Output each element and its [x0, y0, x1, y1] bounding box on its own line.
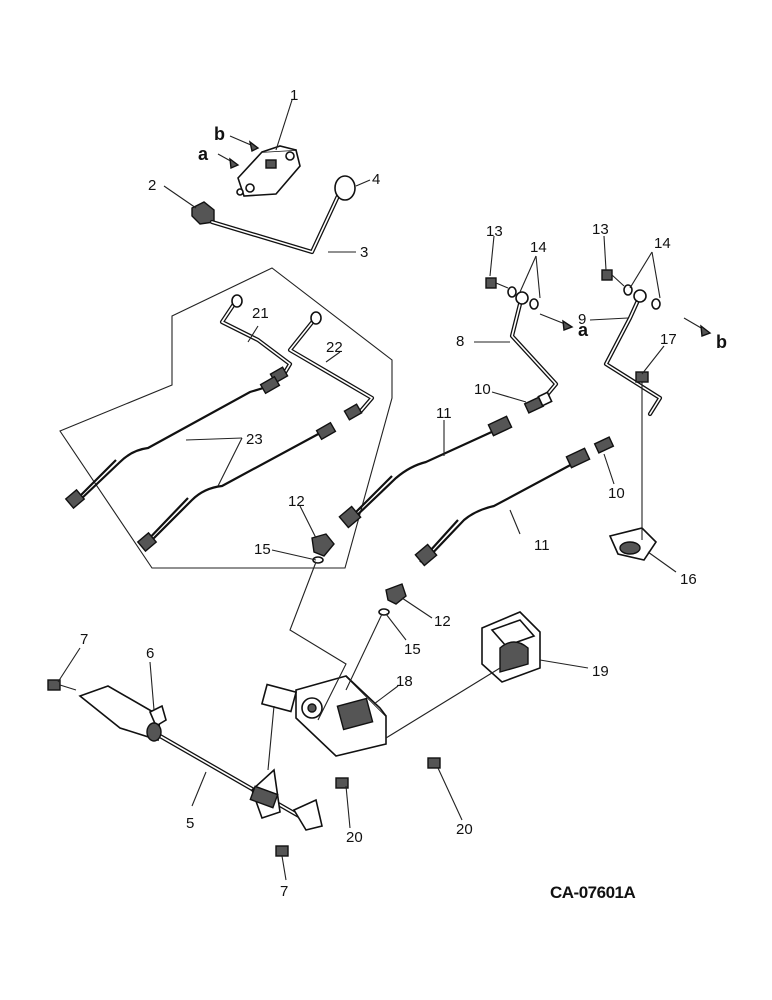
callout-11-upper: 11 [436, 405, 452, 422]
mount-19 [481, 611, 541, 683]
callout-21: 21 [252, 305, 269, 322]
elbow-12-lower [378, 583, 407, 616]
callout-19: 19 [592, 663, 609, 680]
callout-13-left: 13 [486, 223, 503, 240]
diagram-code: CA-07601A [550, 883, 635, 902]
control-valve [236, 145, 301, 197]
elbow-12-upper [311, 533, 335, 564]
leader-lines [57, 99, 677, 881]
bracket-16 [608, 527, 658, 561]
optional-hose-23 [64, 375, 337, 553]
marker-b-top: b [214, 124, 225, 144]
callout-11-lower: 11 [534, 537, 550, 554]
callout-12-upper: 12 [288, 493, 305, 510]
callout-8: 8 [456, 333, 464, 350]
flow-arrows [217, 135, 712, 337]
lever-5 [157, 733, 323, 831]
marker-a-right: a [578, 320, 589, 340]
callout-22: 22 [326, 339, 343, 356]
lever-knob [334, 175, 356, 201]
hose-11-upper [338, 415, 513, 529]
marker-a-top: a [198, 144, 209, 164]
callout-16: 16 [680, 571, 697, 588]
control-lever [209, 193, 341, 255]
tube-9 [603, 293, 663, 417]
callout-23: 23 [246, 431, 263, 448]
callout-15-lower: 15 [404, 641, 421, 658]
callout-14-right: 14 [654, 235, 671, 252]
callout-10-right: 10 [608, 485, 625, 502]
callout-20-right: 20 [456, 821, 473, 838]
callout-10-left: 10 [474, 381, 491, 398]
callout-3: 3 [360, 244, 368, 261]
optional-tube-21 [219, 294, 293, 384]
callout-7-upper: 7 [80, 631, 88, 648]
clip-17 [635, 371, 649, 383]
callout-9: 9 [578, 311, 586, 328]
fitting-10-left [523, 391, 553, 414]
fitting-10-right [593, 436, 615, 454]
tube-8 [509, 301, 559, 399]
bolt-7-lower [275, 845, 289, 857]
callout-15-upper: 15 [254, 541, 271, 558]
cylinder-18 [260, 675, 387, 757]
callout-12-lower: 12 [434, 613, 451, 630]
callout-20-left: 20 [346, 829, 363, 846]
bolt-7-upper [47, 679, 77, 691]
callout-17: 17 [660, 331, 677, 348]
hose-11-lower [414, 447, 591, 567]
marker-b-right: b [716, 332, 727, 352]
arm-6 [78, 685, 167, 742]
bolt-20-right [427, 757, 441, 769]
bolt-13-right [601, 269, 661, 310]
callout-14-left: 14 [530, 239, 547, 256]
callout-5: 5 [186, 815, 194, 832]
callout-4: 4 [372, 171, 380, 188]
callout-18: 18 [396, 673, 413, 690]
inset-frame [59, 267, 393, 569]
callout-6: 6 [146, 645, 154, 662]
optional-tube-22 [287, 311, 375, 421]
callout-2: 2 [148, 177, 156, 194]
callout-1: 1 [290, 87, 298, 104]
callout-7-lower: 7 [280, 883, 288, 900]
callout-13-right: 13 [592, 221, 609, 238]
bolt-13-left [485, 277, 539, 310]
bolt-20-left [335, 777, 349, 789]
